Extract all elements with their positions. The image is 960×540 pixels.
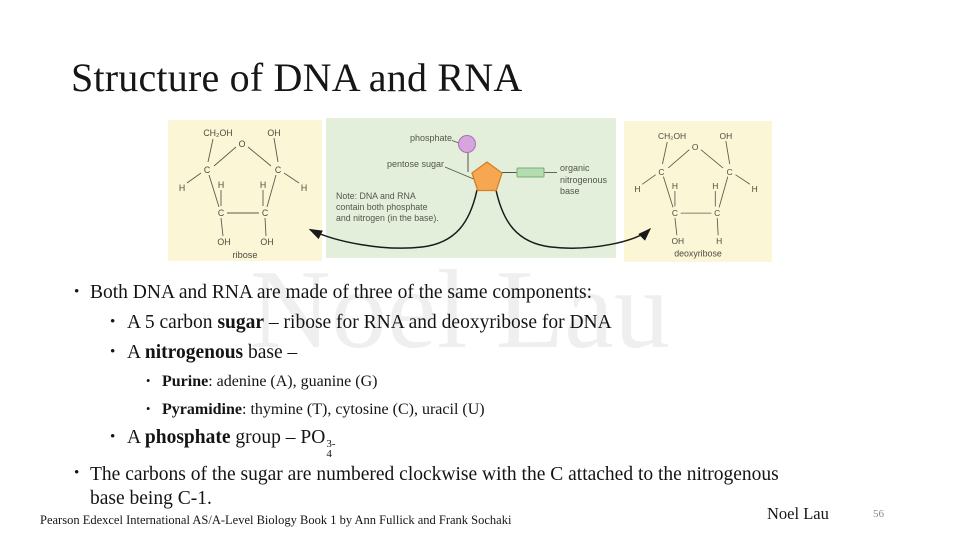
organic-nitrogenous-base-label: organic nitrogenous base	[560, 163, 607, 198]
phosphate-label: phosphate	[409, 133, 452, 143]
atom-label-h: H	[179, 183, 185, 193]
atom-label-c: C	[672, 208, 678, 218]
atom-label-c: C	[262, 208, 269, 218]
ribose-structure-diagram: CH₂OH OH O C C H H H H C C OH OH ribose	[179, 128, 307, 260]
bullet-marker: •	[110, 428, 116, 445]
atom-label-c: C	[275, 165, 282, 175]
bullet-item-nitrogenous-base: • A nitrogenous base –	[110, 342, 297, 364]
footer-citation: Pearson Edexcel International AS/A-Level…	[40, 513, 512, 527]
atom-label-c: C	[204, 165, 211, 175]
atom-label-h: H	[218, 180, 224, 190]
bullet-marker: •	[146, 374, 151, 388]
bullet-item-sugar: • A 5 carbon sugar – ribose for RNA and …	[110, 312, 612, 334]
base-label-line1: organic	[560, 163, 590, 173]
bullet-item-pyramidine: • Pyramidine: thymine (T), cytosine (C),…	[146, 401, 485, 419]
bullet-marker: •	[74, 283, 80, 300]
footer-author: Noel Lau	[767, 504, 829, 523]
bullet-text: A 5 carbon sugar – ribose for RNA and de…	[127, 312, 612, 333]
pentose-sugar-label: pentose sugar	[386, 159, 444, 169]
deoxyribose-caption: deoxyribose	[674, 248, 722, 258]
atom-label-o: O	[239, 139, 246, 149]
subscript: 4	[326, 448, 332, 460]
atom-label-c: C	[727, 167, 733, 177]
deoxyribose-structure-diagram: CH₂OH OH O C C H H H H C C OH H deoxyrib…	[634, 131, 757, 258]
atom-label-oh: OH	[217, 237, 230, 247]
note-line2: contain both phosphate	[336, 201, 428, 212]
note-line1: Note: DNA and RNA	[336, 191, 416, 201]
ribose-structure-panel: CH₂OH OH O C C H H H H C C OH OH ribose	[168, 120, 322, 261]
bullet-marker: •	[110, 313, 116, 330]
base-label-line2: nitrogenous	[560, 174, 608, 185]
bullet-text: The carbons of the sugar are numbered cl…	[90, 464, 779, 509]
atom-label-h: H	[260, 180, 266, 190]
bullet-marker: •	[110, 343, 116, 360]
atom-label-oh: OH	[720, 131, 733, 141]
atom-label-ch2oh: CH₂OH	[658, 131, 686, 141]
ribose-bonds	[186, 137, 300, 237]
atom-label-oh: OH	[671, 236, 684, 246]
atom-label-h: H	[634, 184, 640, 194]
page-number: 56	[873, 508, 884, 520]
deoxyribose-bonds	[642, 140, 751, 236]
atom-label-h: H	[301, 183, 307, 193]
atom-label-c: C	[658, 167, 664, 177]
atom-label-h: H	[672, 181, 678, 191]
atom-label-o: O	[692, 142, 699, 152]
bullet-item-carbon-numbering: • The carbons of the sugar are numbered …	[74, 463, 784, 511]
bullet-text: Both DNA and RNA are made of three of th…	[90, 282, 593, 303]
bullet-marker: •	[74, 464, 80, 481]
atom-label-c: C	[218, 208, 225, 218]
slide-title: Structure of DNA and RNA	[71, 55, 523, 100]
atom-label-h: H	[752, 184, 758, 194]
ribose-caption: ribose	[232, 250, 257, 260]
deoxyribose-structure-panel: CH₂OH OH O C C H H H H C C OH H deoxyrib…	[624, 121, 772, 262]
superscript: 3-	[326, 438, 336, 450]
note-line3: and nitrogen (in the base).	[336, 212, 439, 223]
deoxyribose-atom-labels: CH₂OH OH O C C H H H H C C OH H deoxyrib…	[634, 131, 757, 258]
bullet-marker: •	[146, 402, 151, 416]
atom-label-h: H	[712, 181, 718, 191]
bullet-item-purine: • Purine: adenine (A), guanine (G)	[146, 373, 377, 391]
diagram-note: Note: DNA and RNA contain both phosphate…	[336, 191, 439, 223]
ribose-atom-labels: CH₂OH OH O C C H H H H C C OH OH ribose	[179, 128, 307, 260]
atom-label-oh: OH	[260, 237, 273, 247]
bullet-text: Purine: adenine (A), guanine (G)	[162, 373, 378, 390]
atom-label-oh: OH	[267, 128, 280, 138]
bullet-text: A nitrogenous base –	[127, 342, 298, 363]
atom-label-c: C	[714, 208, 720, 218]
bullet-item-components: • Both DNA and RNA are made of three of …	[74, 282, 592, 304]
po4-sub-sup: 3-4	[326, 438, 336, 460]
atom-label-h: H	[716, 236, 722, 246]
bullet-text: Pyramidine: thymine (T), cytosine (C), u…	[162, 401, 485, 418]
base-label-line3: base	[560, 186, 580, 196]
watermark-text: Noel Lau	[250, 248, 670, 372]
atom-label-ch2oh: CH₂OH	[203, 128, 232, 138]
